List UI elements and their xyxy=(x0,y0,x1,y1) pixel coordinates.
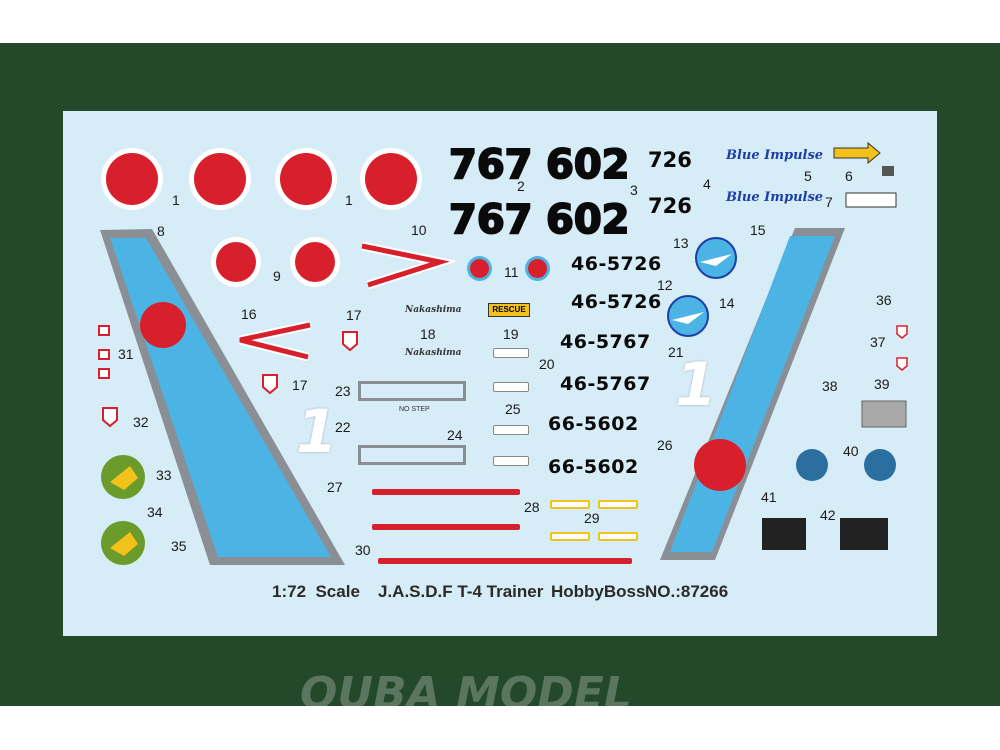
decal-number: 31 xyxy=(118,346,134,362)
decal-number: 40 xyxy=(843,443,859,459)
blue-impulse-decal: Blue Impulse xyxy=(726,148,824,163)
roundel-decal xyxy=(194,153,246,205)
serial-decal: 66-5602 xyxy=(548,456,639,478)
decal-number: 5 xyxy=(804,168,812,184)
aircraft-code-decal: 726 xyxy=(648,194,692,218)
aircraft-code-decal: 602 xyxy=(545,142,630,188)
decal-number: 14 xyxy=(719,295,735,311)
roundel-decal xyxy=(365,153,417,205)
roundel-decal-small xyxy=(470,259,489,278)
yellow-bar-decal xyxy=(550,532,590,541)
decal-number: 4 xyxy=(703,176,711,192)
roundel-decal xyxy=(216,242,256,282)
kit-title: J.A.S.D.F T-4 Trainer xyxy=(378,582,544,601)
yellow-bar-decal xyxy=(550,500,590,509)
decal-number: 1 xyxy=(172,192,180,208)
decal-number: 9 xyxy=(273,268,281,284)
decal-number: 26 xyxy=(657,437,673,453)
serial-decal: 46-5726 xyxy=(571,253,662,275)
decal-number: 35 xyxy=(171,538,187,554)
decal-number: 19 xyxy=(503,326,519,342)
aircraft-code-decal: 767 xyxy=(448,142,533,188)
decal-number: 20 xyxy=(539,356,555,372)
serial-decal: 66-5602 xyxy=(548,413,639,435)
decal-number: 23 xyxy=(335,383,351,399)
watermark-text: OUBA MODEL xyxy=(300,668,632,719)
decal-number: 1 xyxy=(345,192,353,208)
numeral-one-decal: 1 xyxy=(296,397,338,467)
red-stripe-decal xyxy=(372,524,520,530)
decal-number: 32 xyxy=(133,414,149,430)
roundel-decal xyxy=(106,153,158,205)
decal-number: 29 xyxy=(584,510,600,526)
decal-number: 27 xyxy=(327,479,343,495)
brand-label: HobbyBoss xyxy=(551,582,646,601)
decal-number: 21 xyxy=(668,344,684,360)
yellow-bar-decal xyxy=(598,500,638,509)
red-stripe-decal xyxy=(378,558,632,564)
decal-number: 6 xyxy=(845,168,853,184)
decal-number: 17 xyxy=(346,307,362,323)
aircraft-code-decal: 767 xyxy=(448,197,533,243)
decal-number: 7 xyxy=(825,194,833,210)
decal-number: 17 xyxy=(292,377,308,393)
small-placard-decal xyxy=(493,425,529,435)
decal-number: 42 xyxy=(820,507,836,523)
numeral-one-decal: 1 xyxy=(675,350,717,420)
aircraft-code-decal: 602 xyxy=(545,197,630,243)
name-decal: Nakashima xyxy=(405,305,462,315)
blue-impulse-decal: Blue Impulse xyxy=(726,190,824,205)
yellow-bar-decal xyxy=(598,532,638,541)
decal-number: 2 xyxy=(517,178,525,194)
decal-number: 22 xyxy=(335,419,351,435)
small-placard-decal xyxy=(493,348,529,358)
decal-number: 11 xyxy=(504,264,519,280)
decal-number: 37 xyxy=(870,334,886,350)
scale-label: 1:72 Scale xyxy=(272,582,360,601)
no-step-decal: NO STEP xyxy=(399,406,430,413)
decal-number: 18 xyxy=(420,326,436,342)
decal-number: 10 xyxy=(411,222,427,238)
roundel-decal xyxy=(295,242,335,282)
serial-decal: 46-5767 xyxy=(560,373,651,395)
decal-number: 8 xyxy=(157,223,165,239)
serial-decal: 46-5726 xyxy=(571,291,662,313)
decal-number: 39 xyxy=(874,376,890,392)
decal-number: 41 xyxy=(761,489,777,505)
decal-number: 16 xyxy=(241,306,257,322)
decal-number: 3 xyxy=(630,182,638,198)
decal-number: 12 xyxy=(657,277,673,293)
decal-number: 25 xyxy=(505,401,521,417)
decal-number: 28 xyxy=(524,499,540,515)
walkway-outline-decal xyxy=(358,381,466,401)
serial-decal: 46-5767 xyxy=(560,331,651,353)
small-placard-decal xyxy=(493,456,529,466)
decal-number: 30 xyxy=(355,542,371,558)
name-decal: Nakashima xyxy=(405,348,462,358)
decal-number: 38 xyxy=(822,378,838,394)
rescue-decal: RESCUE xyxy=(488,303,530,317)
roundel-decal xyxy=(280,153,332,205)
aircraft-code-decal: 726 xyxy=(648,148,692,172)
red-stripe-decal xyxy=(372,489,520,495)
decal-number: 36 xyxy=(876,292,892,308)
kit-number: NO.:87266 xyxy=(645,582,729,601)
decal-number: 13 xyxy=(673,235,689,251)
walkway-outline-decal xyxy=(358,445,466,465)
decal-number: 33 xyxy=(156,467,172,483)
decal-number: 24 xyxy=(447,427,463,443)
small-placard-decal xyxy=(493,382,529,392)
roundel-decal-small xyxy=(528,259,547,278)
decal-number: 15 xyxy=(750,222,766,238)
decal-number: 34 xyxy=(147,504,163,520)
